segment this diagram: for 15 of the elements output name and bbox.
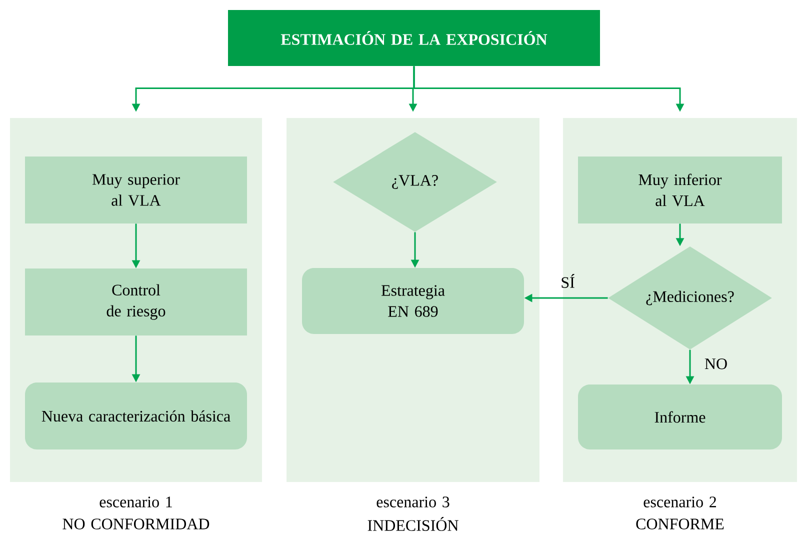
- rounded-box: Estrategia EN 689: [302, 268, 524, 334]
- edge-label: SÍ: [562, 274, 574, 288]
- node-label: NO CONFORMIDAD: [62, 518, 210, 530]
- rounded-box: Informe: [578, 384, 782, 450]
- node-label: escenario 1: [100, 496, 172, 508]
- node-label: INDECISIÓN: [368, 517, 458, 531]
- process-box: Muy inferior al VLA: [578, 156, 782, 224]
- edge-label: NO: [704, 358, 727, 370]
- title-box: ESTIMACIÓN DE LA EXPOSICIÓN: [228, 10, 600, 66]
- process-box: Control de riesgo: [25, 268, 247, 336]
- node-label: escenario 2: [644, 496, 716, 508]
- node-label: CONFORME: [636, 518, 724, 530]
- node-label: escenario 3: [376, 496, 450, 508]
- process-box: Muy superior al VLA: [25, 156, 247, 224]
- rounded-box: Nueva caracterización básica: [25, 382, 247, 450]
